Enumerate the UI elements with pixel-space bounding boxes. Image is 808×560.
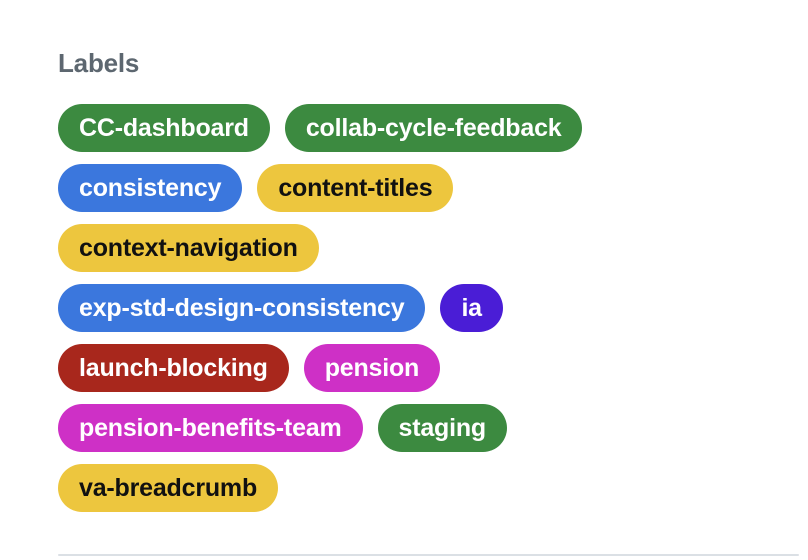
label-pill-content-titles[interactable]: content-titles [257,164,454,212]
label-row: launch-blocking pension [58,344,778,392]
label-row: consistency content-titles [58,164,778,212]
label-row: CC-dashboard collab-cycle-feedback [58,104,778,152]
labels-heading: Labels [58,48,140,78]
label-pill-ia[interactable]: ia [440,284,503,332]
label-pill-cc-dashboard[interactable]: CC-dashboard [58,104,270,152]
label-pill-launch-blocking[interactable]: launch-blocking [58,344,289,392]
section-divider [58,554,799,556]
label-pill-consistency[interactable]: consistency [58,164,243,212]
label-pill-collab-cycle-feedback[interactable]: collab-cycle-feedback [284,104,583,152]
label-row: context-navigation [58,224,778,272]
label-row: pension-benefits-team staging [58,404,778,452]
labels-list: CC-dashboard collab-cycle-feedback consist… [58,104,778,524]
label-pill-pension[interactable]: pension [303,344,441,392]
label-pill-context-navigation[interactable]: context-navigation [58,224,319,272]
label-pill-va-breadcrumb[interactable]: va-breadcrumb [58,464,279,512]
label-pill-exp-std-design-consistency[interactable]: exp-std-design-consistency [58,284,426,332]
label-pill-staging[interactable]: staging [377,404,507,452]
label-row: va-breadcrumb [58,464,778,512]
label-pill-pension-benefits-team[interactable]: pension-benefits-team [58,404,363,452]
label-row: exp-std-design-consistency ia [58,284,778,332]
